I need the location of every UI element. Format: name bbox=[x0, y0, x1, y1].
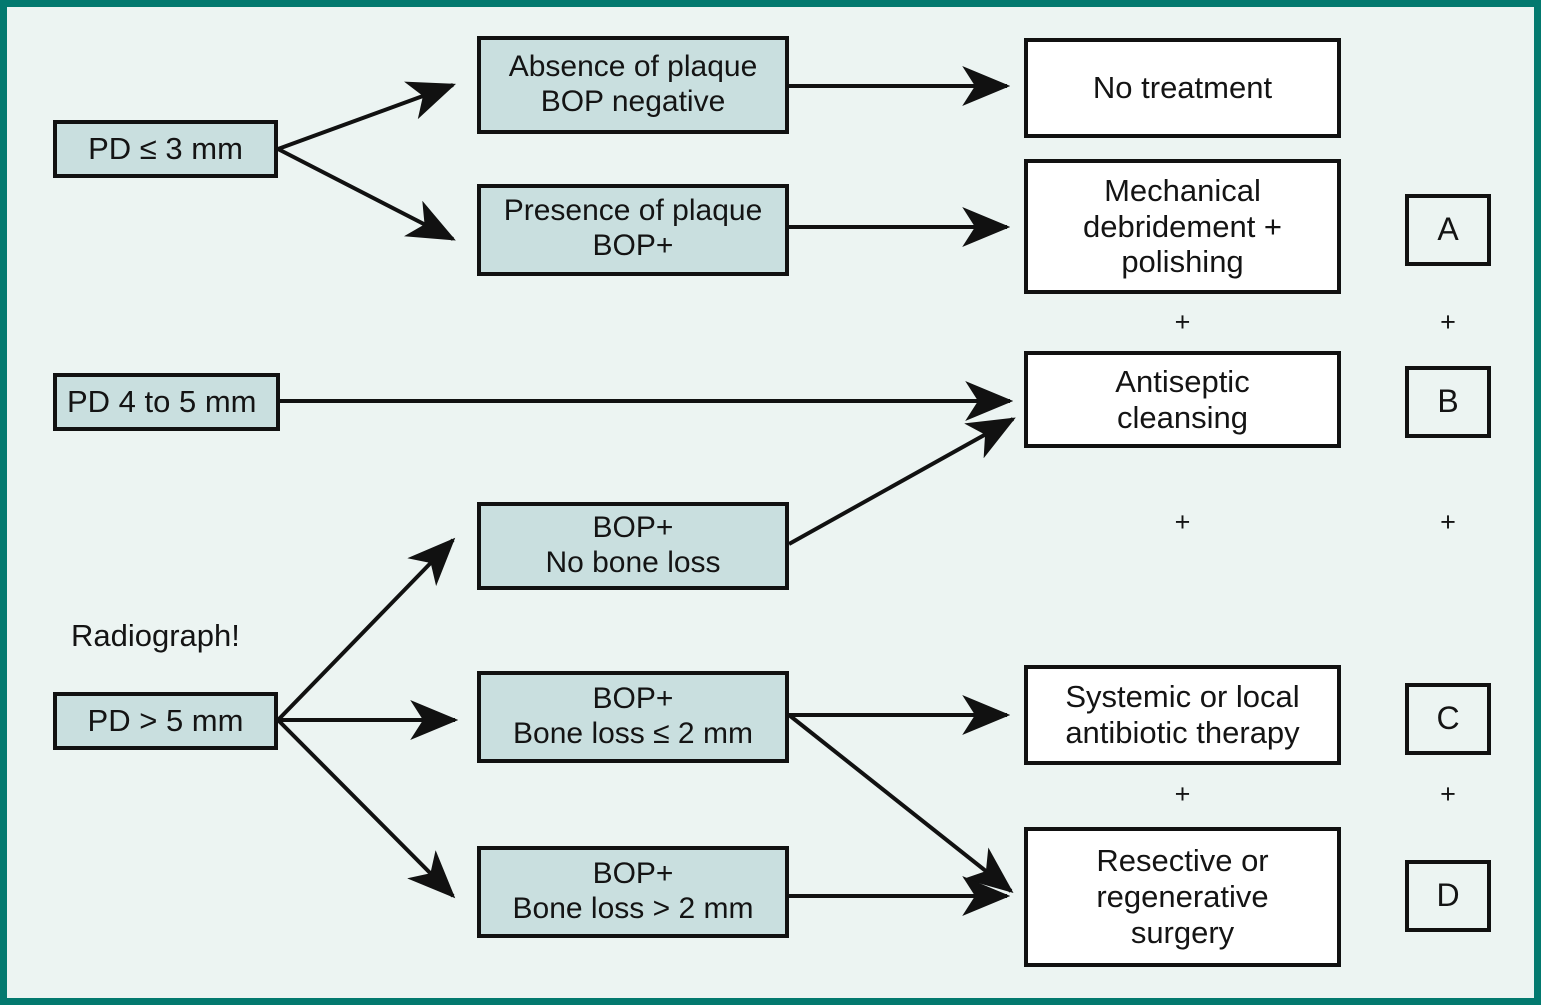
radiograph-callout: Radiograph! bbox=[71, 618, 240, 653]
node-absence-of-plaque[interactable]: Absence of plaque BOP negative bbox=[477, 36, 789, 134]
node-mechanical-debridement[interactable]: Mechanical debridement + polishing bbox=[1024, 159, 1341, 294]
node-pd-le-3mm-label: PD ≤ 3 mm bbox=[88, 131, 243, 167]
node-antiseptic-cleansing[interactable]: Antiseptic cleansing bbox=[1024, 351, 1341, 448]
plus-operator-treatment-3: + bbox=[1174, 779, 1191, 809]
letter-box-b-label: B bbox=[1437, 383, 1459, 420]
node-pd-4-to-5mm[interactable]: PD 4 to 5 mm bbox=[53, 373, 280, 431]
node-bop-bone-loss-gt-2mm[interactable]: BOP+ Bone loss > 2 mm bbox=[477, 846, 789, 938]
node-bop-bone-loss-gt-2mm-label: BOP+ Bone loss > 2 mm bbox=[512, 857, 754, 925]
node-pd-4-to-5mm-label: PD 4 to 5 mm bbox=[67, 384, 257, 420]
node-bop-bone-loss-le-2mm-label: BOP+ Bone loss ≤ 2 mm bbox=[513, 682, 753, 750]
node-bop-bone-loss-le-2mm[interactable]: BOP+ Bone loss ≤ 2 mm bbox=[477, 671, 789, 763]
node-mechanical-debridement-label: Mechanical debridement + polishing bbox=[1082, 172, 1283, 280]
plus-operator-treatment-1: + bbox=[1174, 307, 1191, 337]
letter-box-a[interactable]: A bbox=[1405, 194, 1491, 266]
letter-box-c-label: C bbox=[1436, 700, 1460, 737]
node-no-treatment-label: No treatment bbox=[1092, 70, 1273, 106]
node-bop-no-bone-loss[interactable]: BOP+ No bone loss bbox=[477, 502, 789, 590]
plus-operator-letter-1: + bbox=[1440, 307, 1456, 337]
node-pd-gt-5mm-label: PD > 5 mm bbox=[87, 703, 244, 739]
node-antiseptic-cleansing-label: Antiseptic cleansing bbox=[1115, 363, 1250, 435]
node-presence-of-plaque-label: Presence of plaque BOP+ bbox=[503, 194, 763, 262]
plus-operator-treatment-2: + bbox=[1174, 507, 1191, 537]
node-antibiotic-therapy[interactable]: Systemic or local antibiotic therapy bbox=[1024, 665, 1341, 765]
node-pd-le-3mm[interactable]: PD ≤ 3 mm bbox=[53, 120, 278, 178]
letter-box-d-label: D bbox=[1436, 877, 1460, 914]
node-bop-no-bone-loss-label: BOP+ No bone loss bbox=[545, 511, 721, 579]
node-presence-of-plaque[interactable]: Presence of plaque BOP+ bbox=[477, 184, 789, 276]
node-pd-gt-5mm[interactable]: PD > 5 mm bbox=[53, 692, 278, 750]
node-antibiotic-therapy-label: Systemic or local antibiotic therapy bbox=[1065, 679, 1300, 750]
letter-box-b[interactable]: B bbox=[1405, 366, 1491, 438]
plus-operator-letter-3: + bbox=[1440, 779, 1456, 809]
node-resective-regenerative-surgery-label: Resective or regenerative surgery bbox=[1096, 843, 1269, 950]
node-no-treatment[interactable]: No treatment bbox=[1024, 38, 1341, 138]
letter-box-c[interactable]: C bbox=[1405, 683, 1491, 755]
letter-box-a-label: A bbox=[1437, 211, 1459, 248]
node-absence-of-plaque-label: Absence of plaque BOP negative bbox=[508, 50, 758, 118]
node-resective-regenerative-surgery[interactable]: Resective or regenerative surgery bbox=[1024, 827, 1341, 967]
plus-operator-letter-2: + bbox=[1440, 507, 1456, 537]
letter-box-d[interactable]: D bbox=[1405, 860, 1491, 932]
